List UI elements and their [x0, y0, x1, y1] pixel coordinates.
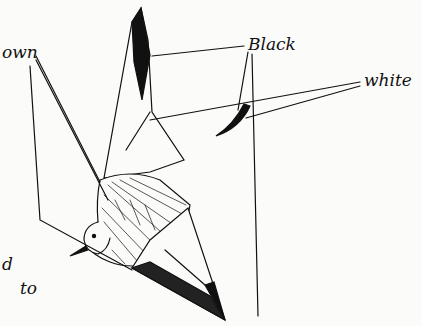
- wing-label: own: [2, 44, 38, 61]
- wing-label: white: [364, 72, 412, 89]
- wing-label: to: [20, 280, 37, 297]
- wing-label: Black: [248, 36, 296, 53]
- wing-label: d: [2, 256, 13, 273]
